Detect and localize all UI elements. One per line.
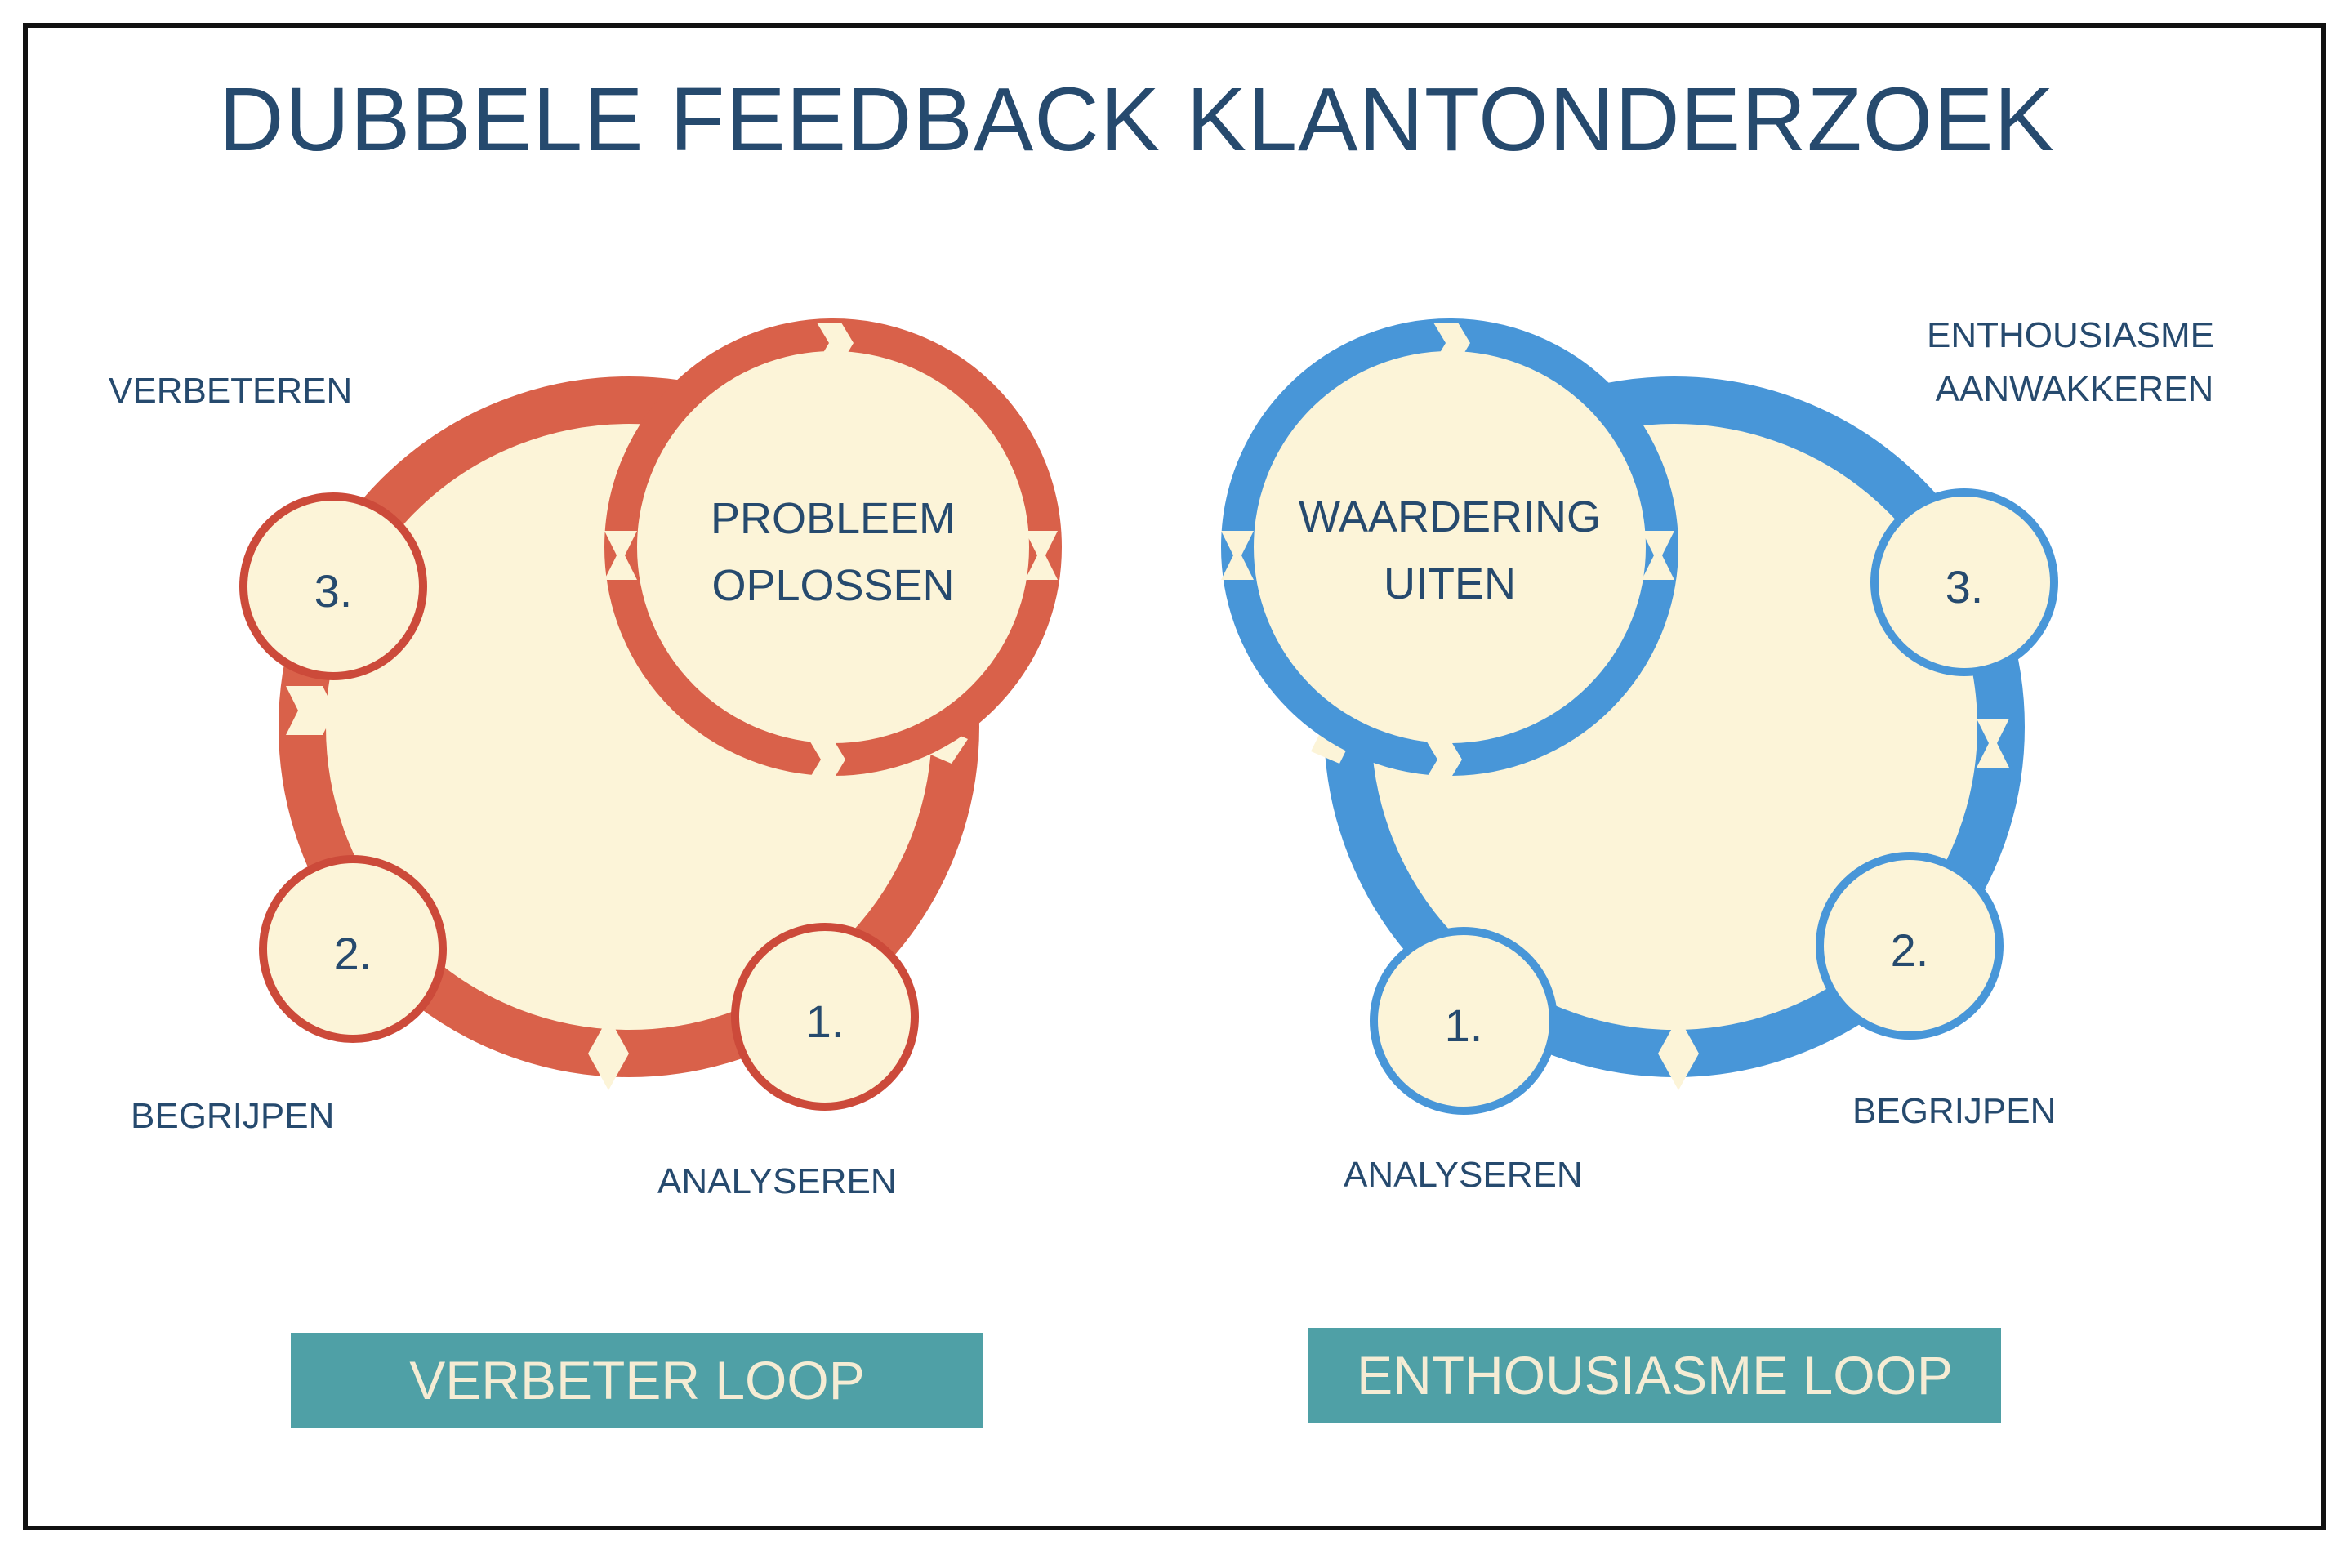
right-label-enthousiasme: ENTHOUSIASME: [1926, 315, 2215, 355]
left-center-line2: OPLOSSEN: [711, 561, 955, 610]
left-step-1-number: 1.: [805, 996, 845, 1047]
right-step-2-number: 2.: [1890, 924, 1929, 976]
left-center-chevron: [1025, 531, 1058, 580]
right-center-chevron: [1433, 323, 1470, 363]
left-label-analyseren: ANALYSEREN: [657, 1161, 897, 1201]
right-center-circle: [1221, 318, 1678, 776]
left-step-2-number: 2.: [333, 928, 372, 979]
right-ring-chevron: [1658, 1017, 1699, 1090]
right-center-chevron: [1642, 531, 1674, 580]
left-center-line1: PROBLEEM: [710, 494, 956, 543]
left-step-3-circle: [239, 492, 427, 680]
left-loop: [239, 318, 1062, 1111]
right-loop: [1221, 318, 2058, 1115]
left-center-chevron: [809, 739, 845, 780]
right-ring-chevron: [1977, 719, 2009, 768]
right-center-line2: UITEN: [1384, 559, 1516, 608]
enthousiasme-loop-button[interactable]: ENTHOUSIASME LOOP: [1308, 1328, 2001, 1423]
page-title: DUBBELE FEEDBACK KLANTONDERZOEK: [219, 69, 2055, 170]
left-center-chevron: [604, 531, 637, 580]
right-center-chevron: [1425, 739, 1462, 780]
left-ring-chevron: [588, 1017, 629, 1090]
left-step-3-number: 3.: [314, 565, 353, 617]
left-step-1-circle: [731, 923, 919, 1111]
right-center-line1: WAARDERING: [1298, 492, 1602, 541]
left-label-verbeteren: VERBETEREN: [109, 371, 353, 411]
right-step-1-circle: [1370, 927, 1558, 1115]
right-step-3-circle: [1870, 488, 2058, 676]
right-step-3-number: 3.: [1945, 561, 1984, 612]
verbeter-loop-button[interactable]: VERBETER LOOP: [291, 1333, 983, 1428]
left-ring-chevron: [286, 686, 335, 735]
right-label-analyseren: ANALYSEREN: [1344, 1155, 1583, 1195]
left-step-2-circle: [259, 855, 447, 1043]
left-center-chevron: [817, 323, 854, 363]
right-step-2-circle: [1816, 852, 2004, 1040]
left-label-begrijpen: BEGRIJPEN: [131, 1096, 335, 1136]
right-label-aanwakkeren: AANWAKKEREN: [1935, 369, 2214, 409]
right-step-1-number: 1.: [1444, 1000, 1483, 1051]
right-center-chevron: [1221, 531, 1254, 580]
right-label-begrijpen: BEGRIJPEN: [1852, 1091, 2057, 1131]
